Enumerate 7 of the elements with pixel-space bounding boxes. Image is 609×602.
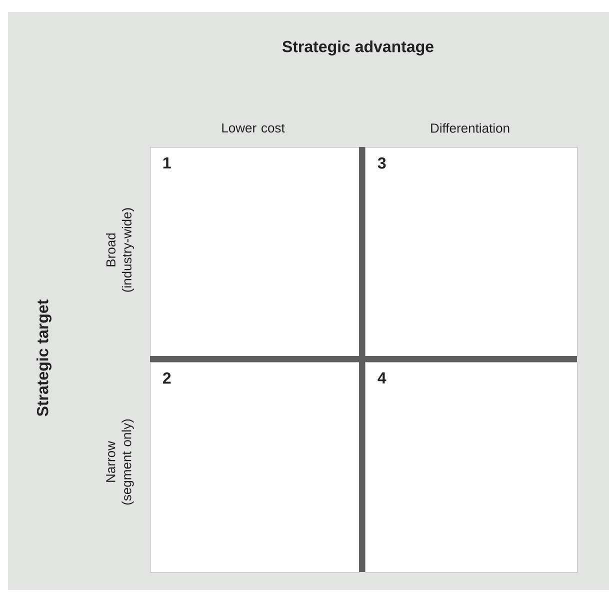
quadrant-cell: 3 [365,146,578,357]
quadrant-cell: 2 [150,362,360,573]
quadrant-cell: 1 [150,146,360,357]
axis-label: Broad (industry-wide) [106,208,134,292]
quadrant-cell: 4 [365,362,578,573]
axis-title: Strategic target [36,300,52,416]
axis-title: Strategic advantage [282,40,434,56]
